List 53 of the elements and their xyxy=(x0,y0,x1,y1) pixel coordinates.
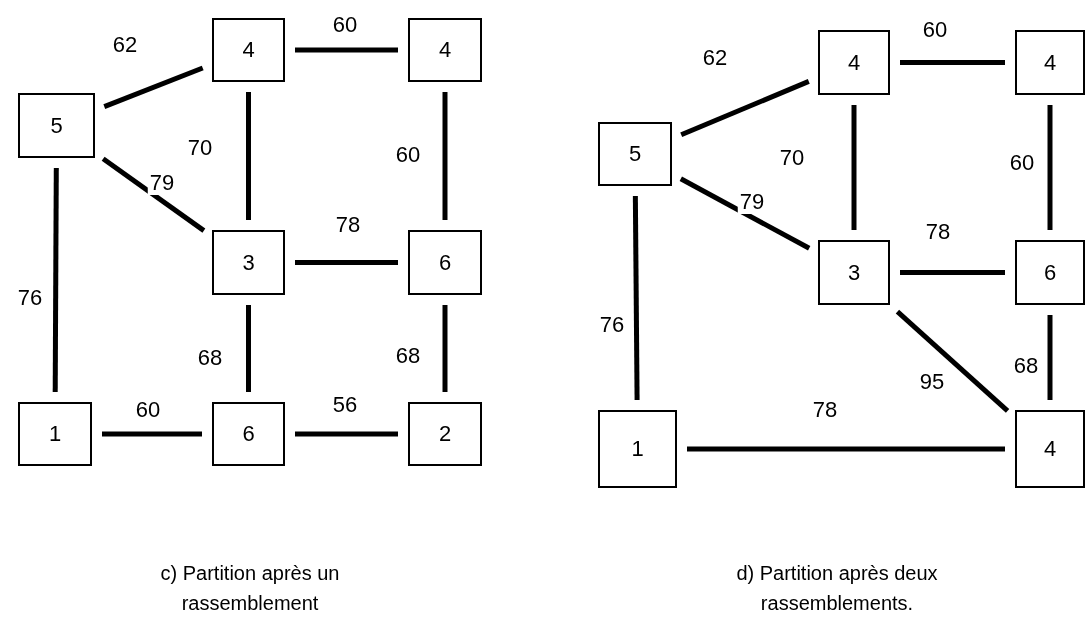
connector-line xyxy=(246,92,251,220)
node-box xyxy=(818,240,890,305)
node-number: 4 xyxy=(1043,49,1057,76)
node-number: 4 xyxy=(847,49,861,76)
connector-line xyxy=(1047,315,1053,400)
connector-line xyxy=(295,431,398,437)
connector-line xyxy=(442,92,448,220)
node-box xyxy=(408,402,482,466)
node-box xyxy=(212,18,285,82)
node-number: 6 xyxy=(242,421,255,447)
connector-line xyxy=(851,105,857,230)
node-number: 3 xyxy=(242,249,255,276)
node-number: 4 xyxy=(438,37,452,63)
connector-line xyxy=(895,309,1010,413)
connector-line xyxy=(687,446,1005,452)
connector-line xyxy=(442,305,448,392)
connector-line xyxy=(1047,105,1053,230)
node-box xyxy=(598,410,677,488)
node-number: 6 xyxy=(1043,259,1057,286)
node-number: 3 xyxy=(847,259,861,286)
node-number: 5 xyxy=(628,141,642,167)
connector-line xyxy=(632,196,640,401)
figure-caption: c) Partition après un rassemblement xyxy=(159,561,341,616)
node-box xyxy=(18,93,95,158)
node-box xyxy=(1015,30,1085,95)
node-box xyxy=(408,230,482,295)
connector-line xyxy=(246,305,251,392)
connector-line xyxy=(295,260,398,265)
connector-line xyxy=(52,168,59,392)
node-box xyxy=(18,402,92,466)
node-number: 5 xyxy=(50,112,63,139)
node-number: 6 xyxy=(438,249,452,276)
connector-line xyxy=(103,65,204,110)
connector-line xyxy=(900,60,1005,65)
node-box xyxy=(1015,410,1085,488)
node-box xyxy=(212,402,285,466)
connector-line xyxy=(102,431,202,437)
node-number: 1 xyxy=(631,436,644,462)
node-box xyxy=(818,30,890,95)
node-box xyxy=(212,230,285,295)
figure-caption: d) Partition après deux rassemblements. xyxy=(735,561,939,616)
node-number: 2 xyxy=(438,421,452,447)
node-box xyxy=(1015,240,1085,305)
connector-line xyxy=(101,156,206,233)
connector-line xyxy=(900,270,1005,275)
node-number: 1 xyxy=(48,421,62,447)
node-number: 4 xyxy=(1043,436,1057,462)
connector-line xyxy=(680,79,810,137)
node-number: 4 xyxy=(242,37,255,63)
connector-line xyxy=(679,176,811,251)
node-box xyxy=(408,18,482,82)
connector-line xyxy=(295,47,398,53)
node-box xyxy=(598,122,672,186)
